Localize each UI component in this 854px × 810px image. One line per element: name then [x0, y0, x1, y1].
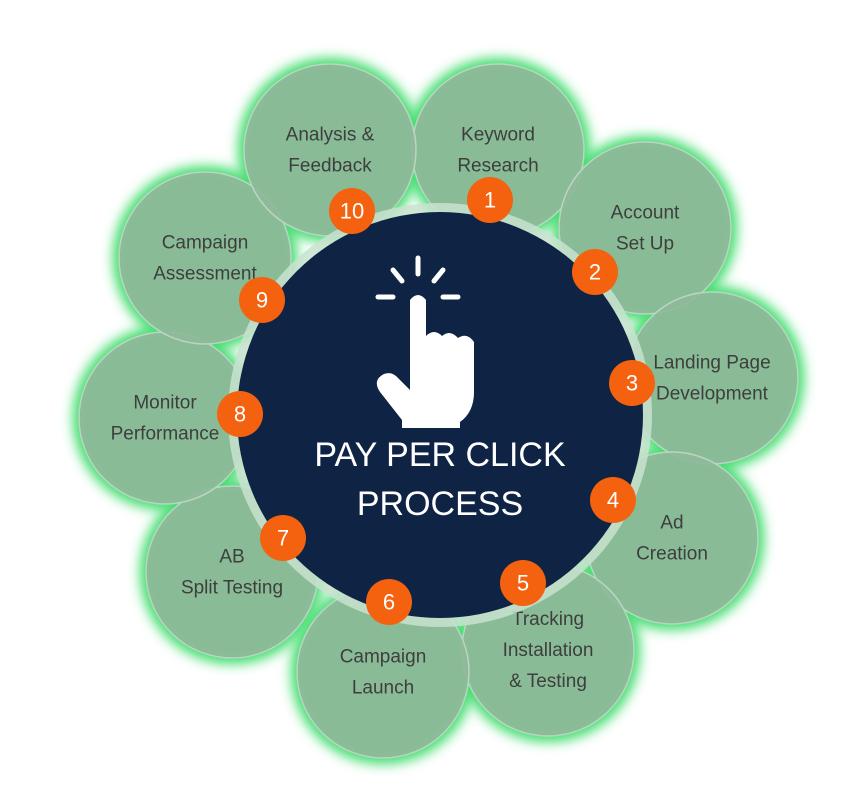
step-label: Account — [611, 203, 680, 224]
step-number-badge: 2 — [572, 249, 618, 295]
badge-circle — [260, 515, 306, 561]
step-number-badge: 6 — [366, 579, 412, 625]
step-label: Performance — [111, 424, 220, 445]
step-label: Creation — [636, 544, 708, 565]
step-label: Assessment — [153, 264, 257, 285]
step-label: Feedback — [288, 156, 372, 177]
step-label: Landing Page — [653, 353, 770, 374]
title-line-2: PROCESS — [357, 485, 523, 523]
badge-circle — [467, 177, 513, 223]
step-label: Keyword — [461, 125, 535, 146]
badge-circle — [329, 188, 375, 234]
badge-circle — [590, 477, 636, 523]
step-number: 4 — [607, 488, 619, 513]
step-number: 7 — [277, 526, 289, 551]
title-line-1: PAY PER CLICK — [314, 436, 566, 474]
step-number-badge: 5 — [500, 560, 546, 606]
step-label: Tracking — [512, 609, 584, 630]
step-number: 5 — [517, 571, 529, 596]
step-label: & Testing — [509, 671, 587, 692]
step-label: Monitor — [133, 393, 197, 414]
badge-circle — [500, 560, 546, 606]
step-number-badge: 3 — [609, 360, 655, 406]
badge-circle — [366, 579, 412, 625]
step-number: 6 — [383, 590, 395, 615]
badge-circle — [239, 277, 285, 323]
step-label: Set Up — [616, 234, 674, 255]
step-number: 2 — [589, 260, 601, 285]
step-label: Ad — [660, 513, 683, 534]
step-number: 9 — [256, 288, 268, 313]
step-label: Research — [457, 156, 538, 177]
step-number-badge: 7 — [260, 515, 306, 561]
step-number-badge: 9 — [239, 277, 285, 323]
step-label: Campaign — [340, 647, 427, 668]
step-label: AB — [219, 547, 244, 568]
step-number-badge: 8 — [217, 391, 263, 437]
step-label: Installation — [503, 640, 594, 661]
step-label: Analysis & — [286, 125, 375, 146]
badge-circle — [572, 249, 618, 295]
step-label: Development — [656, 384, 769, 405]
step-number: 1 — [484, 188, 496, 213]
step-badges: 1 2 3 4 5 6 7 8 9 10 — [217, 177, 655, 625]
step-number: 8 — [234, 402, 246, 427]
step-number-badge: 10 — [329, 188, 375, 234]
step-number-badge: 1 — [467, 177, 513, 223]
step-number: 3 — [626, 371, 638, 396]
badge-circle — [217, 391, 263, 437]
step-label: Launch — [352, 678, 414, 699]
tap-hand-icon — [375, 255, 474, 428]
step-number: 10 — [340, 199, 364, 224]
badge-circle — [609, 360, 655, 406]
step-petal: Analysis & Feedback — [243, 63, 417, 237]
step-number-badge: 4 — [590, 477, 636, 523]
step-label: Campaign — [162, 233, 249, 254]
step-label: Split Testing — [181, 578, 283, 599]
